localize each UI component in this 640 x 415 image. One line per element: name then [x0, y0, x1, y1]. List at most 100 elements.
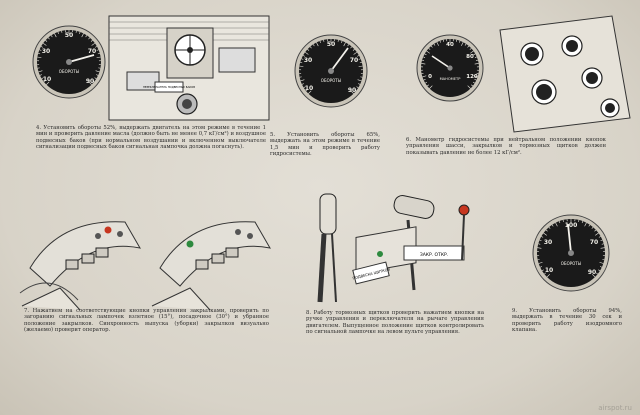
gauge-tick: [94, 77, 97, 79]
gauge-tick: [459, 40, 461, 43]
gauge-tick: [475, 59, 478, 61]
gauge-number: 70: [88, 48, 96, 55]
gauge-tick: [95, 70, 100, 73]
gauge-tick: [301, 83, 304, 85]
gauge-tick: [303, 86, 306, 88]
gauge-number: 90: [348, 87, 356, 94]
gauge-tick: [85, 35, 88, 38]
gauge-tick: [79, 31, 81, 34]
gauge-tick: [358, 65, 363, 67]
gauge-tick: [581, 220, 584, 224]
gauge-number: 30: [304, 57, 312, 64]
gauge-tick: [592, 274, 596, 278]
gauge-tick: [43, 80, 46, 83]
gauge-number: 30: [42, 48, 50, 55]
gauge-number: 50: [65, 32, 73, 39]
gauge-tick: [422, 59, 425, 61]
caption-step-6: 6. Манометр гидросистемы при нейтральном…: [406, 137, 606, 156]
gauge-tick: [537, 247, 542, 249]
gauge-number: 90: [86, 78, 94, 85]
gauge-tick: [356, 86, 359, 88]
gauge-tick: [424, 53, 427, 56]
gauge-tick: [600, 247, 605, 249]
gauge-tick: [601, 243, 604, 245]
gauge-tick: [353, 51, 358, 55]
gauge-tick: [300, 79, 305, 82]
gauge-tick: [354, 89, 357, 92]
gauge-tick: [309, 46, 312, 49]
gauge-tick: [45, 40, 48, 42]
gauge-label: ОБОРОТЫ: [321, 78, 342, 83]
gauge-tick: [538, 243, 541, 245]
gauge-label: ОБОРОТЫ: [561, 261, 582, 266]
pressure-gauge: МАНОМЕТР 40 80 120 0: [416, 34, 484, 102]
gauge-tick: [473, 75, 478, 78]
gauge-number: 70: [350, 57, 358, 64]
gauge-number: 10: [305, 85, 313, 92]
gauge-label: МАНОМЕТР: [440, 77, 462, 81]
gauge-number: 70: [590, 239, 598, 246]
gauge-tick: [357, 79, 362, 82]
gauge-tick: [598, 269, 601, 272]
gauge-tick: [47, 37, 50, 40]
gauge-tick: [352, 49, 355, 51]
gauge-tick: [308, 90, 312, 94]
gauge-tick: [350, 90, 354, 94]
gauge-number: 100: [565, 222, 578, 229]
gauge-tick: [539, 239, 542, 242]
gauge-tick: [39, 49, 42, 51]
flap-control-drawing-1: [19, 221, 141, 311]
gauge-tick: [469, 48, 472, 50]
gauge-tick: [472, 81, 475, 84]
gauge-tick: [343, 42, 346, 47]
gauge-tick: [541, 236, 544, 238]
gauge-tick: [470, 50, 474, 54]
gauge-tick: [467, 45, 470, 48]
gauge-tick: [341, 40, 343, 43]
gauge-tick: [357, 55, 360, 57]
gauge-tick: [312, 44, 315, 47]
gauge-tick: [433, 43, 436, 46]
gauge-tick: [39, 74, 42, 76]
gauge-number: 0: [428, 74, 432, 80]
gauge-tick: [54, 33, 57, 38]
gauge-tick: [595, 272, 598, 275]
gauge-tick: [598, 236, 601, 238]
gauge-tick: [474, 63, 479, 65]
gauge-tick: [350, 46, 353, 49]
gauge-tick: [423, 56, 426, 58]
hydraulic-panel-drawing: [499, 15, 631, 133]
gauge-tick: [41, 77, 44, 79]
gauge-tick: [421, 63, 426, 65]
gauge-tick: [429, 85, 433, 89]
gauge-tick: [595, 232, 599, 236]
gauge-tick: [430, 45, 433, 48]
gauge-tick: [46, 81, 50, 85]
gauge-number: 80: [466, 54, 474, 60]
gauge-tick: [539, 266, 543, 268]
flap-control-drawing-2: [151, 221, 271, 311]
gauge-tick: [474, 56, 477, 58]
gauge-tick: [40, 46, 43, 48]
gauge-tick: [95, 46, 98, 48]
rpm-gauge-52: ОБОРОТЫ 50 30 70 10 90: [32, 25, 106, 99]
gauge-tick: [474, 79, 477, 81]
gauge-tick: [358, 58, 361, 60]
gauge-tick: [316, 42, 319, 47]
gauge-number: 90: [588, 269, 596, 276]
gauge-number: 50: [327, 41, 335, 48]
gauge-tick: [88, 81, 92, 85]
gauge-tick: [42, 42, 47, 46]
gauge-tick: [299, 65, 304, 67]
gauge-tick: [422, 75, 427, 78]
caption-step-7: 7. Нажатием на соответствующие кнопки уп…: [24, 308, 269, 334]
gauge-tick: [88, 37, 91, 40]
gauge-tick: [81, 33, 84, 38]
gauge-number: 120: [466, 74, 478, 80]
gauge-tick: [591, 226, 594, 229]
gauge-label: ОБОРОТЫ: [59, 69, 80, 74]
gauge-tick: [461, 42, 464, 46]
gauge-tick: [546, 274, 550, 278]
gauge-tick: [307, 49, 310, 51]
